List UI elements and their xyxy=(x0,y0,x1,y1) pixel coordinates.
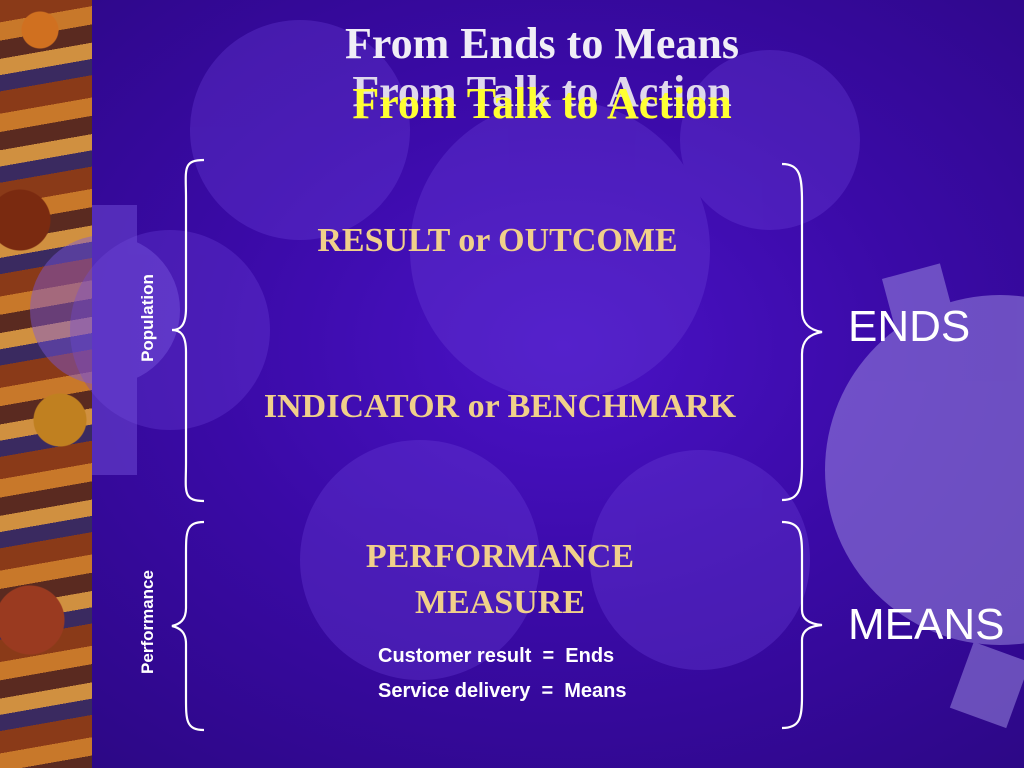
means-label: MEANS xyxy=(848,600,1005,649)
customer-result-note: Customer result = Ends xyxy=(378,645,615,667)
title-line-2: From Talk to Action xyxy=(352,79,732,128)
performance-measure-line-1: PERFORMANCE xyxy=(365,538,635,575)
title-line-2-ghost: From Talk to Action xyxy=(352,67,732,116)
ends-label: ENDS xyxy=(848,302,971,351)
right-brace-lower xyxy=(781,520,823,730)
left-brace-lower xyxy=(171,520,205,732)
service-delivery-note: Service delivery = Means xyxy=(378,680,627,702)
population-label: Population xyxy=(138,274,157,362)
right-brace-upper xyxy=(781,162,823,502)
decorative-strip xyxy=(0,0,92,768)
result-or-outcome-label: RESULT or OUTCOME xyxy=(317,222,678,259)
indicator-or-benchmark-label: INDICATOR or BENCHMARK xyxy=(263,388,737,425)
performance-measure-label: PERFORMANCE MEASURE xyxy=(300,534,700,626)
performance-label: Performance xyxy=(138,570,157,674)
performance-measure-line-2: MEASURE xyxy=(414,584,586,621)
title-line-1: From Ends to Means xyxy=(345,19,739,68)
left-brace-upper xyxy=(171,158,205,503)
